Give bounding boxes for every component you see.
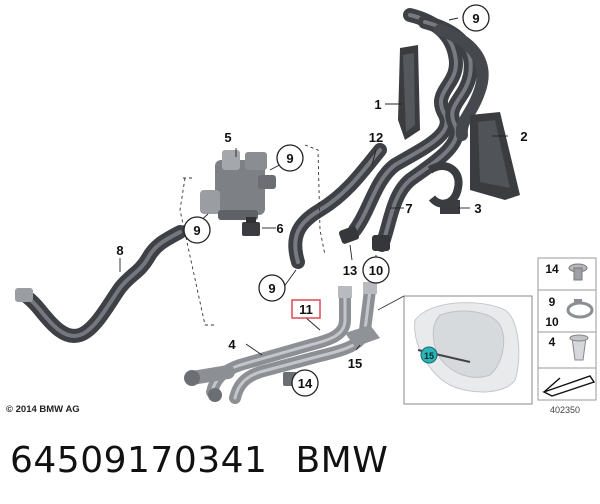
callout-13[interactable]: 13 [343,263,357,278]
svg-text:9: 9 [193,223,200,238]
hose-ends[interactable] [338,225,390,251]
callout-11-highlighted[interactable]: 11 [291,299,321,319]
svg-text:15: 15 [424,351,434,361]
svg-text:9: 9 [549,295,556,309]
callout-9-left[interactable]: 9 [183,216,211,244]
svg-text:4: 4 [549,335,556,349]
svg-text:15: 15 [348,356,362,371]
water-pipe-part-4[interactable] [184,282,377,404]
hose-clamp-icon [566,299,594,319]
svg-text:7: 7 [405,201,412,216]
callout-14[interactable]: 14 [291,369,319,397]
callout-9-valve[interactable]: 9 [276,144,304,172]
svg-text:6: 6 [276,221,283,236]
callout-5[interactable]: 5 [224,130,231,145]
drawing-number: 402350 [550,405,581,415]
callout-4[interactable]: 4 [228,337,236,352]
svg-text:3: 3 [474,201,481,216]
svg-text:8: 8 [116,243,123,258]
svg-text:14: 14 [298,376,313,391]
callout-8[interactable]: 8 [116,243,123,258]
svg-text:4: 4 [228,337,236,352]
legend-row-14[interactable]: 14 [545,262,588,281]
svg-text:9: 9 [472,11,479,26]
part-number: 64509170341 [10,440,268,481]
parts-diagram: 9 1 2 3 5 9 6 12 7 9 8 [15,4,597,405]
svg-text:13: 13 [343,263,357,278]
callout-10[interactable]: 10 [362,256,390,284]
svg-text:12: 12 [369,130,383,145]
svg-text:10: 10 [545,315,559,329]
callout-9-bottom[interactable]: 9 [258,274,286,302]
brand-name: BMW [295,440,389,481]
bracket-part-1[interactable] [398,45,420,140]
inset-marker-15[interactable]: 15 [420,346,438,364]
clamp-part-3[interactable] [427,162,463,214]
callout-2[interactable]: 2 [520,129,527,144]
inset-detail[interactable]: 15 [377,295,533,405]
screw-icon [568,263,588,281]
svg-text:1: 1 [374,97,381,112]
callout-15[interactable]: 15 [348,356,362,371]
assembly-dashed-outline [179,144,326,326]
svg-text:11: 11 [299,302,313,317]
copyright-notice: © 2014 BMW AG [6,404,80,415]
callout-7[interactable]: 7 [405,201,412,216]
pad-part-15[interactable] [345,325,380,347]
callout-12[interactable]: 12 [369,130,383,145]
legend-row-4[interactable]: 4 [549,334,589,361]
svg-text:2: 2 [520,129,527,144]
hose-assembly-main[interactable] [288,8,489,269]
callout-1[interactable]: 1 [374,97,381,112]
bracket-part-2[interactable] [470,112,520,200]
svg-text:9: 9 [268,281,275,296]
svg-text:10: 10 [369,263,383,278]
clip-nut-icon [569,334,589,361]
svg-text:14: 14 [545,262,559,276]
fitting-part-6[interactable] [242,217,260,236]
part-caption: 64509170341 BMW [10,440,388,481]
svg-text:5: 5 [224,130,231,145]
legend-row-9-10[interactable]: 9 10 [545,295,594,329]
valve-part-5[interactable] [200,150,276,220]
hose-part-8[interactable] [15,225,187,343]
callout-9-top[interactable]: 9 [462,4,490,32]
svg-text:9: 9 [286,151,293,166]
callout-6[interactable]: 6 [276,221,283,236]
fastener-legend: 14 9 10 4 [537,257,597,401]
callout-3[interactable]: 3 [474,201,481,216]
arrow-icon [542,375,596,397]
